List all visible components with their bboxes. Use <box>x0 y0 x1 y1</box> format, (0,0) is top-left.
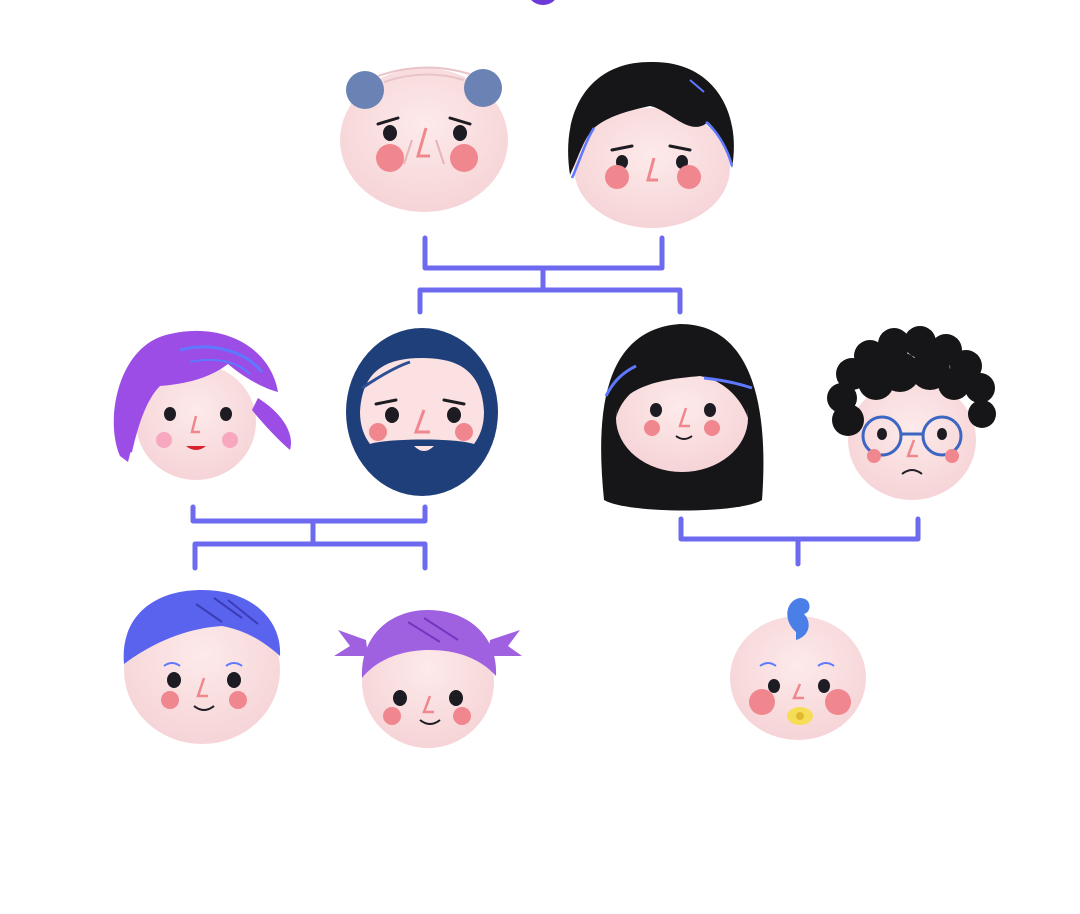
connector-left-couple <box>190 504 428 571</box>
long-black-hair-woman-face-icon <box>601 324 764 511</box>
black-hair-grandma-face-icon <box>568 61 734 228</box>
baby-with-pacifier-face-icon <box>730 598 866 740</box>
bearded-man-face-icon <box>346 328 498 496</box>
pigtails-girl-face-icon <box>334 610 522 748</box>
blue-hair-boy-face-icon <box>123 590 281 744</box>
connector-right-couple <box>678 516 921 567</box>
curly-hair-glasses-man-face-icon <box>827 326 996 500</box>
connector-grandparents <box>417 235 683 315</box>
purple-hair-woman-face-icon <box>113 330 291 480</box>
bald-grandpa-face-icon <box>340 66 508 212</box>
top-dot-shape <box>531 0 555 5</box>
